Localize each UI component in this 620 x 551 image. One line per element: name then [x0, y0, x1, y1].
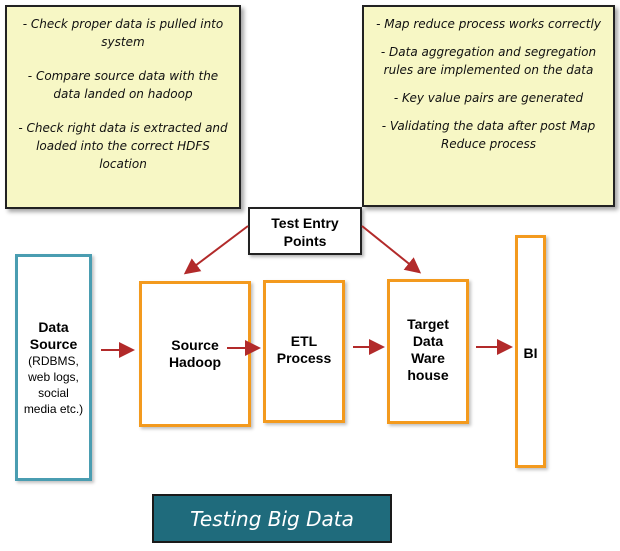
- testing-big-data-title: Testing Big Data: [152, 494, 392, 543]
- data-source-title-1: Data: [38, 318, 69, 335]
- source-hadoop-box: Source Hadoop: [139, 281, 251, 427]
- note-item: - Data aggregation and segregation rules…: [380, 45, 597, 77]
- note-item: - Map reduce process works correctly: [376, 17, 601, 31]
- source-hadoop-line-1: Source: [171, 337, 219, 353]
- entry-line-2: Points: [283, 233, 327, 249]
- etl-line-2: Process: [276, 350, 332, 366]
- target-dw-line-3: Ware: [411, 350, 445, 366]
- data-source-detail: (RDBMS,: [28, 353, 79, 368]
- arrow-entry-to-target: [361, 225, 422, 274]
- note-item: - Validating the data after post Map Red…: [381, 119, 596, 151]
- bi-label: BI: [523, 345, 538, 361]
- mapreduce-validation-note: - Map reduce process works correctly - D…: [362, 5, 615, 207]
- bi-box: BI: [515, 235, 546, 468]
- note-item: - Check right data is extracted and load…: [18, 121, 228, 171]
- data-source-box: Data Source (RDBMS, web logs, social med…: [15, 254, 92, 481]
- source-hadoop-line-2: Hadoop: [168, 354, 222, 370]
- note-item: - Check proper data is pulled into syste…: [22, 17, 224, 49]
- target-dw-line-4: house: [407, 367, 449, 383]
- data-source-title-2: Source: [29, 335, 78, 352]
- data-source-detail: social: [38, 385, 69, 400]
- target-dw-line-2: Data: [412, 333, 444, 349]
- note-item: - Key value pairs are generated: [393, 91, 584, 105]
- target-dw-line-1: Target: [407, 316, 449, 332]
- data-source-detail: media etc.): [23, 401, 84, 416]
- arrow-entry-to-hadoop: [183, 225, 249, 275]
- target-data-warehouse-box: Target Data Ware house: [387, 279, 469, 424]
- etl-line-1: ETL: [290, 333, 318, 349]
- data-source-detail: web logs,: [28, 369, 79, 384]
- source-validation-note: - Check proper data is pulled into syste…: [5, 5, 241, 209]
- title-text: Testing Big Data: [190, 506, 354, 531]
- note-item: - Compare source data with the data land…: [27, 69, 219, 101]
- etl-process-box: ETL Process: [263, 280, 345, 423]
- entry-line-1: Test Entry: [271, 215, 339, 231]
- test-entry-points-box: Test Entry Points: [248, 207, 362, 255]
